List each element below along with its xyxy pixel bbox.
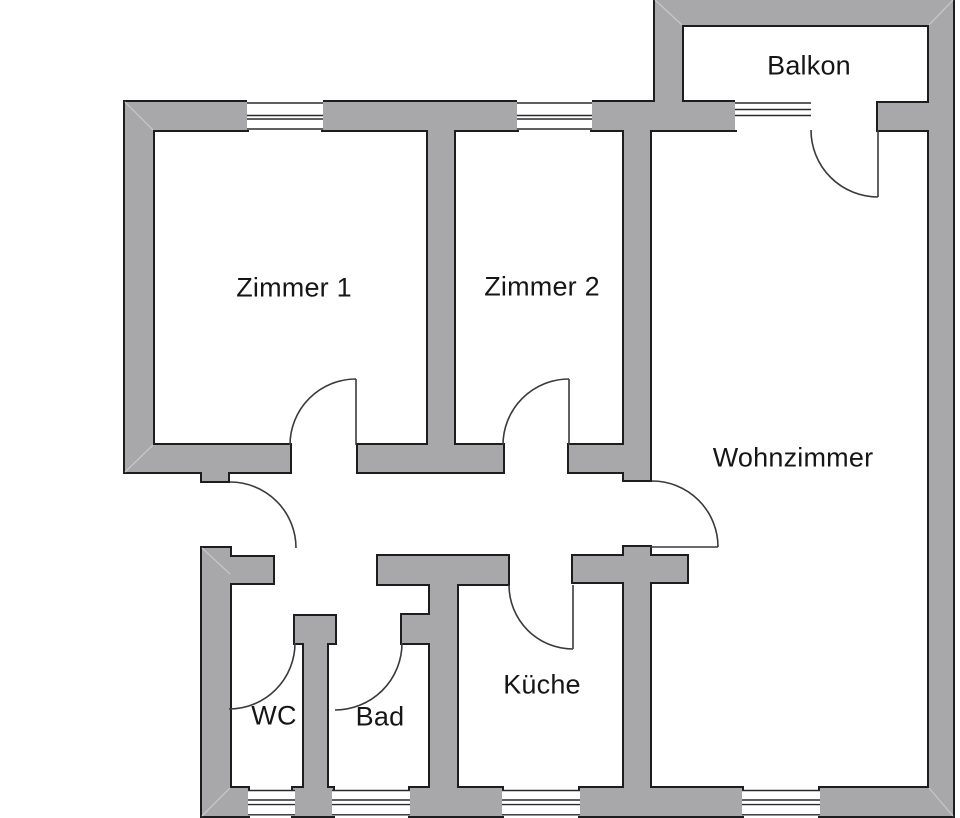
- door-wc: [228, 642, 296, 710]
- window-lines: [742, 789, 820, 816]
- window-lines: [332, 789, 410, 816]
- door-arc: [289, 378, 357, 446]
- window-wc: [248, 789, 295, 816]
- door-arc: [651, 480, 719, 548]
- window-zimmer1: [247, 100, 323, 130]
- door-kueche: [508, 584, 574, 650]
- window-balkon: [735, 100, 811, 130]
- door-balkon: [810, 129, 879, 198]
- door-arc: [334, 642, 403, 711]
- window-glass: [332, 790, 410, 816]
- windows: [247, 100, 820, 816]
- room-label-zimmer2: Zimmer 2: [484, 271, 600, 302]
- window-glass: [248, 790, 295, 816]
- window-glass: [742, 790, 820, 816]
- seam-bottom-right: [928, 787, 954, 817]
- window-zimmer2: [517, 100, 592, 130]
- door-arc: [229, 481, 297, 549]
- window-lines: [247, 102, 323, 130]
- wall-corner-seams: [124, 0, 954, 817]
- seam-balcony-top-left: [654, 0, 683, 26]
- seam-top-left: [124, 101, 154, 131]
- room-label-wc: WC: [251, 700, 297, 731]
- room-label-zimmer1: Zimmer 1: [236, 272, 352, 303]
- room-label-bad: Bad: [355, 701, 405, 732]
- window-glass: [502, 790, 580, 816]
- door-wohnzimmer: [650, 480, 719, 548]
- door-arc: [810, 129, 879, 198]
- window-wohnzimmer: [742, 789, 820, 816]
- door-hallway: [229, 481, 297, 549]
- door-arc: [228, 642, 296, 710]
- room-label-balkon: Balkon: [767, 50, 851, 81]
- door-arc: [508, 584, 574, 650]
- door-arc: [502, 378, 570, 446]
- room-label-wohnzimmer: Wohnzimmer: [712, 442, 874, 473]
- seam-balcony-top-right: [928, 0, 954, 26]
- seam-lower-left-top: [201, 547, 231, 575]
- window-lines: [502, 789, 580, 816]
- seam-zimmer1-corner: [124, 444, 154, 473]
- window-lines: [248, 789, 295, 816]
- room-label-kueche: Küche: [503, 669, 581, 700]
- door-zimmer1: [289, 378, 357, 446]
- window-lines: [517, 102, 592, 130]
- window-kueche: [502, 789, 580, 816]
- window-lines: [735, 102, 811, 117]
- seam-bottom-left: [201, 787, 231, 817]
- door-bad: [334, 642, 403, 711]
- doors: [228, 129, 879, 711]
- door-zimmer2: [502, 378, 570, 446]
- window-bad: [332, 789, 410, 816]
